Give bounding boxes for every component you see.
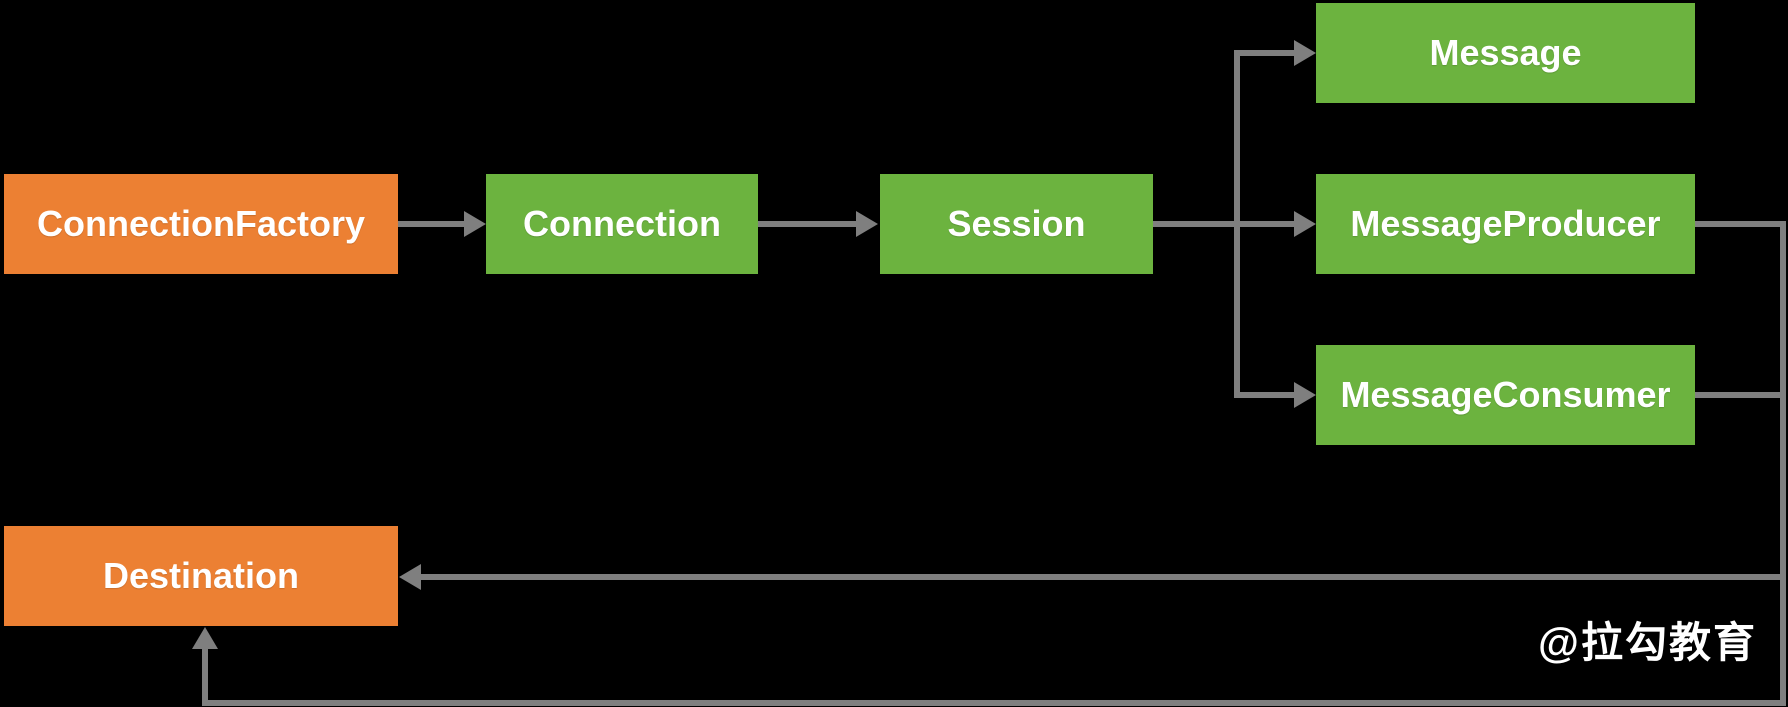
node-destination: Destination bbox=[4, 526, 398, 626]
edge-connection-session-line bbox=[758, 221, 856, 227]
edge-connectionfactory-connection-line bbox=[398, 221, 464, 227]
consumer-out-line bbox=[1695, 392, 1786, 398]
node-connection-factory: ConnectionFactory bbox=[4, 174, 398, 274]
edge-session-message-arrowhead-icon bbox=[1294, 40, 1316, 66]
edge-session-consumer-arrowhead-icon bbox=[1294, 382, 1316, 408]
bottom-return-line bbox=[202, 700, 1786, 706]
edge-consumer-destination-arrowhead-icon bbox=[192, 627, 218, 649]
edge-session-message-line bbox=[1240, 50, 1294, 56]
edge-session-producer-arrowhead-icon bbox=[1294, 211, 1316, 237]
node-session: Session bbox=[880, 174, 1153, 274]
watermark: @拉勾教育 bbox=[1538, 619, 1757, 666]
edge-connectionfactory-connection-arrowhead-icon bbox=[464, 211, 486, 237]
right-edge-vertical-line bbox=[1780, 221, 1786, 706]
node-message: Message bbox=[1316, 3, 1695, 103]
edge-session-consumer-line bbox=[1240, 392, 1294, 398]
edge-consumer-destination-line bbox=[202, 649, 208, 706]
session-branch-vertical-line bbox=[1234, 50, 1240, 398]
node-connection: Connection bbox=[486, 174, 758, 274]
producer-out-line bbox=[1695, 221, 1786, 227]
node-message-consumer: MessageConsumer bbox=[1316, 345, 1695, 445]
edge-session-producer-line bbox=[1153, 221, 1294, 227]
edge-producer-destination-line bbox=[421, 574, 1780, 580]
edge-producer-destination-arrowhead-icon bbox=[399, 564, 421, 590]
edge-connection-session-arrowhead-icon bbox=[856, 211, 878, 237]
node-message-producer: MessageProducer bbox=[1316, 174, 1695, 274]
